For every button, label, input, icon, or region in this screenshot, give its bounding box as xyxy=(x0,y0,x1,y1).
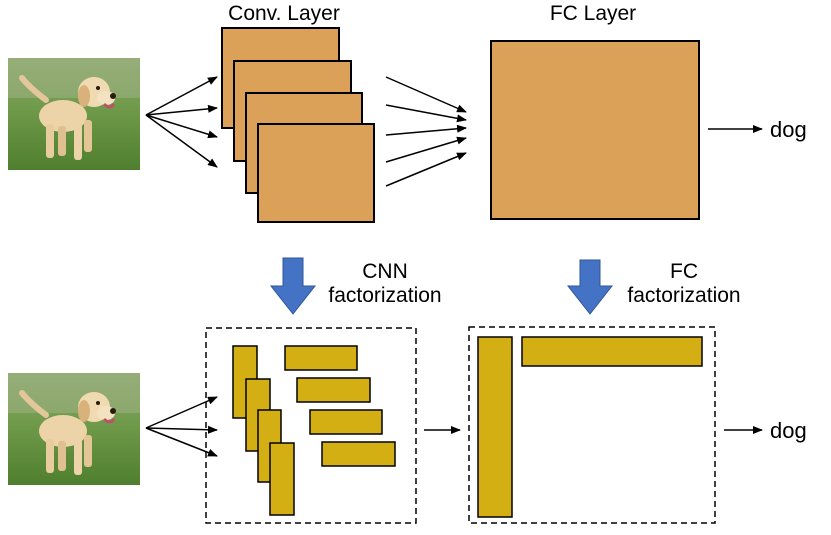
factorized-conv-box xyxy=(205,327,417,524)
cnn-factorization-arrow xyxy=(269,257,317,315)
fc-layer-block xyxy=(490,40,700,220)
fc-horizontal-factor xyxy=(521,336,703,367)
horizontal-filter-1 xyxy=(284,345,358,371)
conv-layer-stack xyxy=(221,27,375,223)
input-to-conv-arrows xyxy=(145,76,218,168)
horizontal-filter-4 xyxy=(321,441,396,467)
fc-factorization-label-2: factorization xyxy=(627,284,740,307)
cnn-factorization-label-1: CNN xyxy=(362,260,408,283)
conv-layer-label: Conv. Layer xyxy=(228,2,340,25)
fc-factorization-label-1: FC xyxy=(670,260,698,283)
output-label-top: dog xyxy=(770,117,807,142)
output-label-bottom: dog xyxy=(770,418,807,443)
down-arrow-icon xyxy=(566,259,614,315)
down-arrow-icon xyxy=(269,257,317,315)
vertical-filter-4 xyxy=(269,442,295,516)
cnn-factorization-label-2: factorization xyxy=(328,284,441,307)
horizontal-filter-3 xyxy=(309,409,383,435)
puppy-photo-icon xyxy=(8,373,140,485)
input-to-factorized-conv-arrows xyxy=(145,396,218,457)
factorized-conv-filters xyxy=(232,345,396,516)
input-image-top xyxy=(8,58,140,170)
input-image-bottom xyxy=(8,373,140,485)
conv-feature-map-4 xyxy=(257,123,375,223)
fc-vertical-factor xyxy=(477,336,513,518)
puppy-photo-icon xyxy=(8,58,140,170)
factorized-fc-box xyxy=(468,326,716,524)
conv-to-fc-arrows xyxy=(385,76,467,187)
fc-factorization-arrow xyxy=(566,259,614,315)
fc-layer-label: FC Layer xyxy=(550,2,636,25)
horizontal-filter-2 xyxy=(296,377,371,403)
